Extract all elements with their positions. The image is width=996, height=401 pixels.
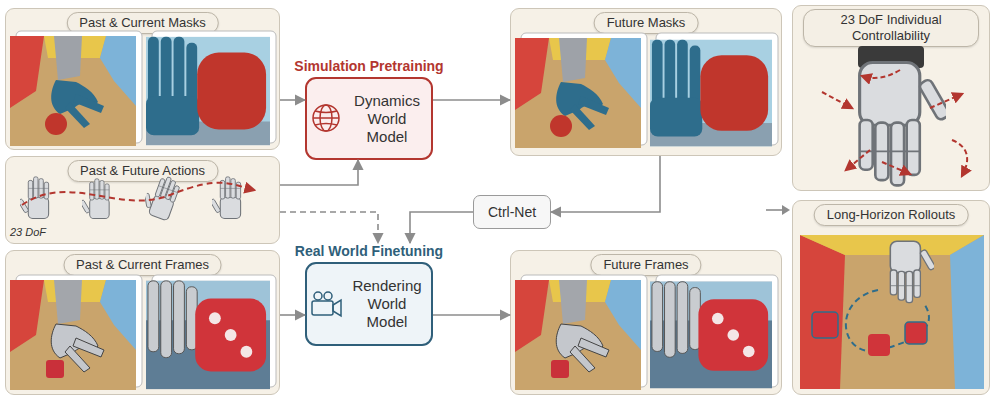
flow-arrow (766, 205, 790, 215)
output-panel: Future Frames (510, 250, 782, 395)
process-box: Ctrl-Net (473, 195, 551, 229)
model-box: Simulation PretrainingDynamics World Mod… (305, 58, 433, 160)
flow-connector (410, 212, 473, 243)
model-name: Rendering World Model (347, 277, 427, 331)
panel-title: 23 DoF Individual Controllability (803, 9, 979, 47)
node-text: Ctrl-Net (488, 204, 536, 220)
model-frame: Rendering World Model (305, 262, 433, 346)
panel-title: Long-Horizon Rollouts (814, 204, 969, 226)
flow-connector (280, 160, 358, 185)
stage-heading: Real World Finetuning (295, 243, 443, 260)
panel-title: Past & Current Masks (66, 12, 218, 34)
input-panel: Past & Current Frames (5, 250, 280, 395)
panel-title: Past & Current Frames (63, 254, 222, 276)
panel-title: Future Masks (594, 12, 699, 34)
result-panel: 23 DoF Individual Controllability (792, 5, 990, 191)
output-panel: Future Masks (510, 8, 782, 156)
flow-connector (433, 99, 510, 101)
dof-label: 23 DoF (10, 226, 46, 238)
input-panel: Past & Future Actions (5, 156, 280, 244)
flow-arrow (766, 209, 782, 211)
panel-title: Past & Future Actions (67, 160, 218, 182)
model-name: Dynamics World Model (347, 92, 427, 146)
flow-connector (433, 314, 510, 316)
flow-connector (280, 212, 378, 243)
stage-heading: Simulation Pretraining (294, 58, 443, 75)
flow-connector (280, 314, 305, 316)
flow-connector (280, 99, 305, 101)
model-frame: Dynamics World Model (305, 77, 433, 160)
flow-arrow (782, 205, 790, 215)
result-panel: Long-Horizon Rollouts (792, 200, 990, 395)
flow-connector (551, 156, 660, 212)
model-box: Real World FinetuningRendering World Mod… (305, 243, 433, 346)
panel-title: Future Frames (590, 254, 701, 276)
input-panel: Past & Current Masks (5, 8, 280, 150)
